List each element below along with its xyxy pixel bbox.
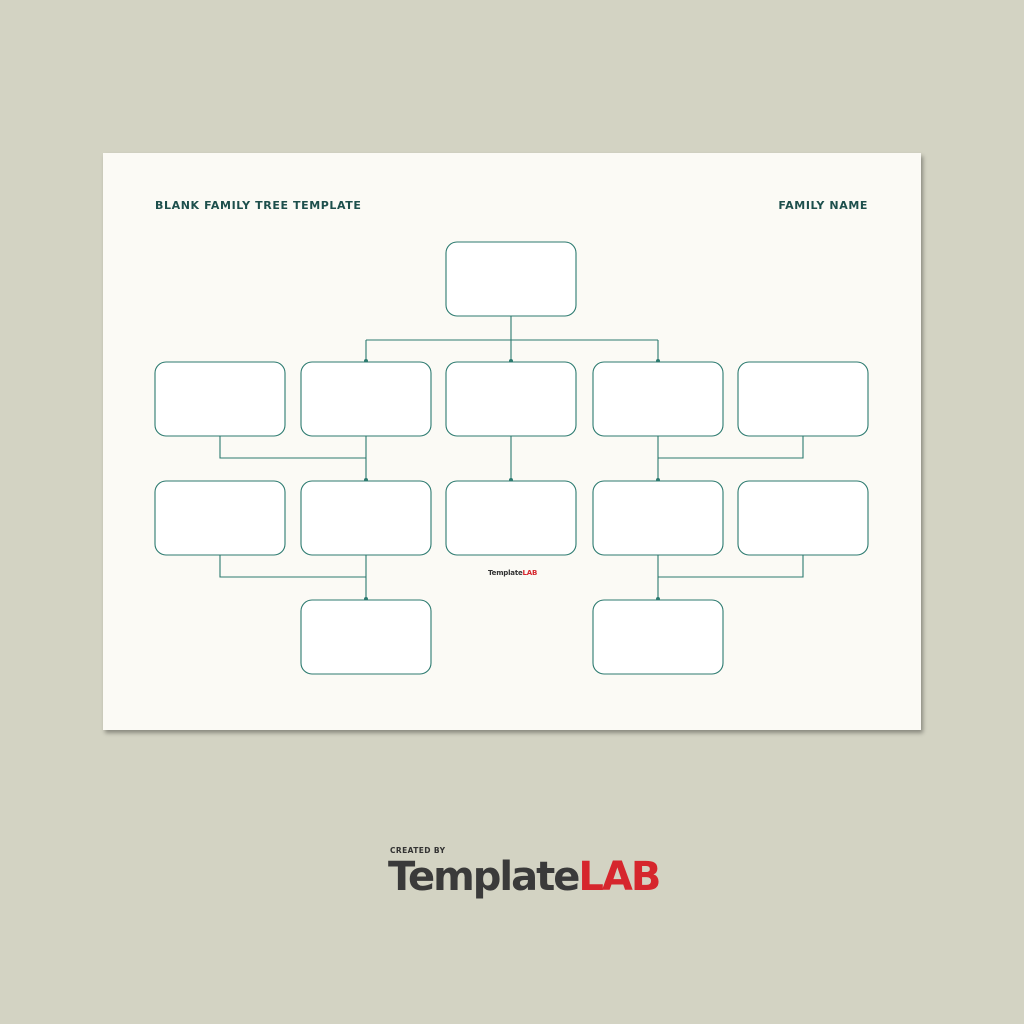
connector-gen3-left-couple: [219, 555, 367, 599]
person-box-gen3-2[interactable]: [300, 480, 432, 556]
template-title: BLANK FAMILY TREE TEMPLATE: [155, 199, 362, 212]
created-by-label: CREATED BY: [390, 846, 446, 855]
brand-accent-text: LAB: [578, 854, 661, 900]
connector-gen3-right-couple: [657, 555, 804, 599]
connector-gen2-left-couple: [219, 436, 367, 480]
person-box-gen2-2[interactable]: [300, 361, 432, 437]
family-tree-sheet: BLANK FAMILY TREE TEMPLATE FAMILY NAME: [103, 153, 921, 730]
family-tree-diagram: [154, 241, 869, 675]
person-box-gen3-4[interactable]: [592, 480, 724, 556]
brand-logo: CREATED BY TemplateLAB: [388, 846, 661, 900]
person-box-gen4-1[interactable]: [300, 599, 432, 675]
connector-gen2-right-couple: [657, 436, 804, 480]
person-box-gen2-4[interactable]: [592, 361, 724, 437]
person-box-gen2-5[interactable]: [737, 361, 869, 437]
brand-text: Template: [388, 854, 580, 900]
person-box-gen2-3[interactable]: [445, 361, 577, 437]
person-box-gen3-1[interactable]: [154, 480, 286, 556]
person-box-gen3-5[interactable]: [737, 480, 869, 556]
family-name-heading: FAMILY NAME: [778, 199, 868, 212]
brand-wordmark: TemplateLAB: [388, 854, 661, 900]
person-box-gen4-2[interactable]: [592, 599, 724, 675]
person-box-root[interactable]: [445, 241, 577, 317]
templatelab-watermark: TemplateLAB: [488, 569, 537, 577]
connector-root-to-gen2: [365, 316, 659, 361]
person-box-gen2-1[interactable]: [154, 361, 286, 437]
person-box-gen3-3[interactable]: [445, 480, 577, 556]
watermark-text: Template: [488, 569, 523, 577]
watermark-accent-text: LAB: [522, 569, 538, 577]
